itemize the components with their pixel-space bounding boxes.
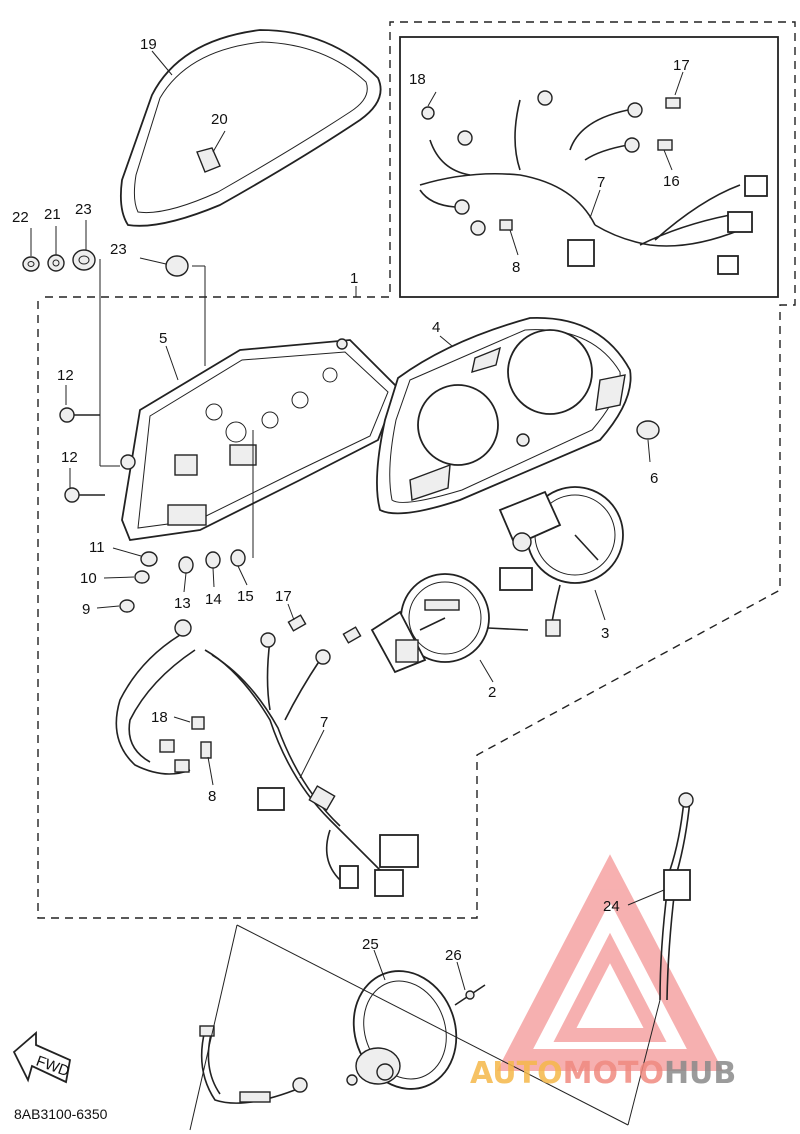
meter-cover-frame [119, 29, 382, 227]
callout-9: 9 [82, 601, 90, 618]
callout-23-b: 23 [110, 241, 127, 258]
callout-18-upper: 18 [409, 71, 426, 88]
watermark-hub: HUB [664, 1056, 736, 1091]
pin-26 [454, 984, 486, 1006]
screw-9 [119, 599, 135, 613]
callout-10: 10 [80, 570, 97, 587]
meter-housing-lower [121, 338, 400, 541]
callout-11: 11 [89, 539, 105, 556]
grommet-13 [178, 556, 194, 574]
fwd-arrow-icon: FWD [12, 1031, 72, 1084]
callout-12-lower: 12 [61, 449, 78, 466]
harness-inset-box [399, 36, 779, 298]
callout-1: 1 [350, 270, 358, 287]
wire-harness-upper [419, 90, 768, 275]
callout-25: 25 [362, 936, 379, 953]
callout-17-lower: 17 [275, 588, 292, 605]
watermark-auto: AUTO [470, 1056, 563, 1091]
drive-gear-unit-25 [346, 970, 458, 1090]
grommet-6 [636, 420, 660, 440]
bolt-12b [64, 487, 105, 503]
grommet-14 [205, 551, 221, 569]
bolt-12a [59, 407, 100, 423]
callout-3: 3 [601, 625, 609, 642]
cable-lower-end [199, 1025, 308, 1104]
logo-triangle-outer [496, 854, 724, 1071]
automotohub-logo [496, 854, 724, 1071]
callout-7-upper: 7 [597, 174, 605, 191]
logo-triangle-inner [553, 932, 667, 1042]
grommet-15 [230, 549, 246, 567]
callout-21: 21 [44, 206, 61, 223]
callout-20: 20 [211, 111, 228, 128]
callout-12-upper: 12 [57, 367, 74, 384]
washer-21 [47, 254, 65, 272]
grommet-23b [165, 255, 189, 277]
callout-17-upper: 17 [673, 57, 690, 74]
diagram-code: 8AB3100-6350 [14, 1106, 108, 1122]
callout-7-lower: 7 [320, 714, 328, 731]
callout-8-upper: 8 [512, 259, 520, 276]
meter-panel [376, 317, 632, 515]
assembly-boundary [37, 21, 796, 919]
callout-13: 13 [174, 595, 191, 612]
cable-guide-line-b [189, 924, 238, 1131]
callout-labels: 1 2 3 4 5 6 7 7 8 8 9 10 11 12 12 13 14 … [12, 36, 690, 964]
callout-19: 19 [140, 36, 157, 53]
cable-guide-line-c [627, 999, 661, 1126]
callout-26: 26 [445, 947, 462, 964]
callout-23-a: 23 [75, 201, 92, 218]
callout-18-lower: 18 [151, 709, 168, 726]
callout-6: 6 [650, 470, 658, 487]
washer-11 [140, 551, 158, 567]
callout-8-lower: 8 [208, 788, 216, 805]
callout-14: 14 [205, 591, 222, 608]
callout-22: 22 [12, 209, 29, 226]
speedometer-cable-24 [659, 792, 694, 1001]
callout-24: 24 [603, 898, 620, 915]
callout-4: 4 [432, 319, 440, 336]
nut-10 [134, 570, 150, 584]
watermark-moto: MOTO [563, 1056, 664, 1091]
gauge-assembly-3 [498, 486, 624, 637]
callout-2: 2 [488, 684, 496, 701]
screw-head-12-housing [120, 454, 136, 470]
speedometer-assembly-2 [370, 573, 529, 674]
leader-lines [30, 50, 684, 991]
watermark-text: AUTOMOTOHUB [470, 1056, 736, 1091]
wire-harness-lower [115, 614, 419, 897]
cable-guide-line-a [236, 924, 629, 1126]
nut-22 [22, 256, 40, 272]
callout-15: 15 [237, 588, 254, 605]
callout-16: 16 [663, 173, 680, 190]
callout-5: 5 [159, 330, 167, 347]
grommet-23a [72, 249, 96, 271]
